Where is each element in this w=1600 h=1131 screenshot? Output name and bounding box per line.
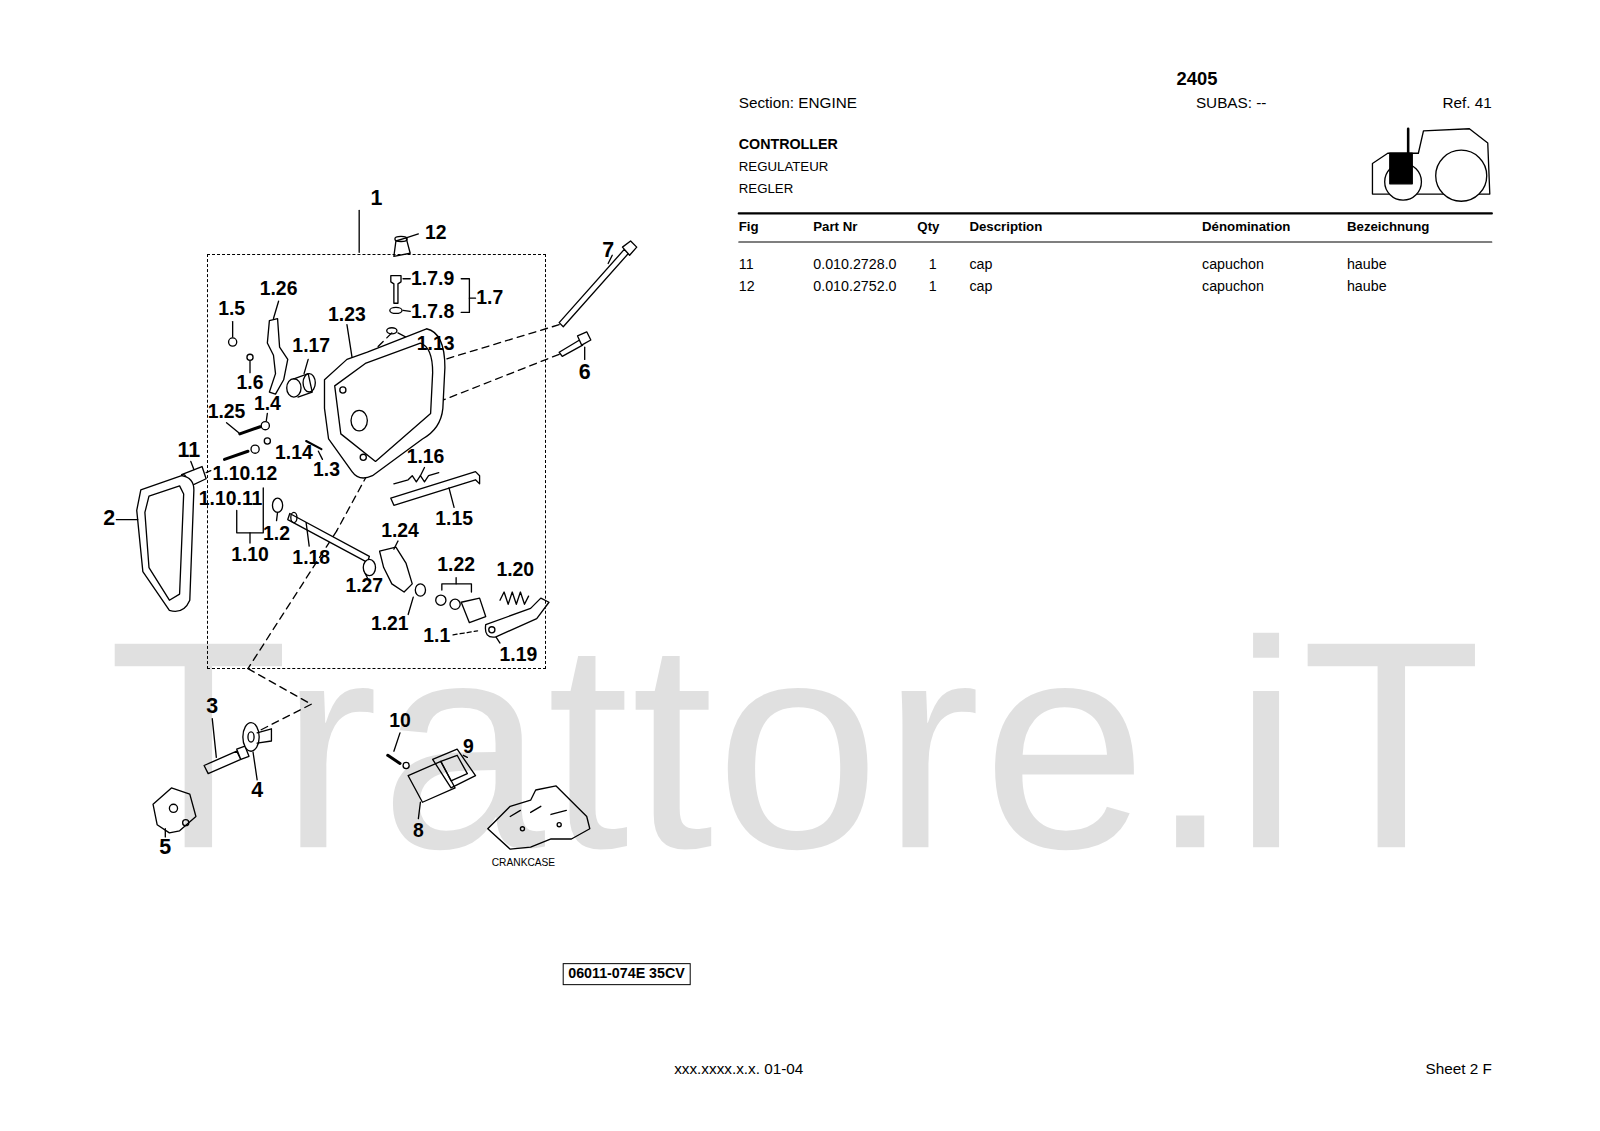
table-text: Description (969, 219, 1042, 234)
table-text: Part Nr (813, 219, 857, 234)
table-text: capuchon (1202, 257, 1264, 273)
callout-number: 1.2 (263, 523, 290, 544)
callout-number: 1.3 (313, 460, 340, 481)
callout-number: 1.13 (417, 333, 455, 354)
callout-number: 1.22 (437, 555, 475, 576)
table-text: haube (1347, 257, 1387, 273)
note-text: 06011-074E 35CV (562, 964, 691, 986)
table-text: 0.010.2728.0 (813, 257, 896, 273)
table-text: 12 (739, 279, 755, 295)
callout-number: 1.15 (435, 509, 473, 530)
table-text: Bezeichnung (1347, 219, 1429, 234)
note-text: xxx.xxxx.x.x. 01-04 (674, 1061, 803, 1078)
callout-number: 7 (602, 239, 614, 263)
table-text: haube (1347, 279, 1387, 295)
table-text: 1 (929, 257, 937, 273)
callout-number: 1.25 (208, 402, 246, 423)
callout-number: 12 (425, 222, 447, 243)
table-text: 0.010.2752.0 (813, 279, 896, 295)
callout-number: 1.10 (231, 544, 269, 565)
callout-number: 1 (371, 185, 383, 210)
callout-number: 1.20 (496, 560, 534, 581)
table-text: Section: ENGINE (739, 95, 857, 112)
table-text: cap (969, 279, 992, 295)
table-text: Dénomination (1202, 219, 1290, 234)
callout-number: 1.7.8 (411, 302, 454, 323)
table-text: capuchon (1202, 279, 1264, 295)
callout-number: 1.17 (292, 335, 330, 356)
callout-number: 1.18 (292, 547, 330, 568)
table-text: Fig (739, 219, 759, 234)
table-text: Qty (917, 219, 939, 234)
table-text: Ref. 41 (1443, 95, 1492, 112)
callout-number: 1.10.11 (199, 488, 263, 509)
table-text: SUBAS: -- (1196, 95, 1267, 112)
table-text: 1 (929, 279, 937, 295)
callout-number: 1.14 (275, 442, 313, 463)
callout-number: 1.4 (254, 393, 281, 414)
note-text: Sheet 2 F (1426, 1061, 1492, 1078)
callout-number: 1.7.9 (411, 268, 454, 289)
callout-number: 1.7 (476, 287, 503, 308)
callout-number: 11 (177, 439, 200, 463)
table-text: cap (969, 257, 992, 273)
callout-number: 1.16 (407, 446, 445, 467)
callout-number: 1.24 (381, 520, 419, 541)
table-text: 2405 (1177, 68, 1218, 88)
section-title: CONTROLLER (739, 137, 838, 153)
callout-number: 1.10.12 (213, 464, 278, 485)
table-text: REGLER (739, 181, 794, 196)
watermark: Trattore.iT (108, 582, 1484, 908)
callout-number: 2 (103, 508, 115, 532)
callout-number: 1.6 (237, 372, 264, 393)
table-text: 11 (739, 257, 754, 273)
callout-number: 1.5 (218, 299, 245, 320)
table-text: REGULATEUR (739, 160, 829, 175)
callout-number: 1.26 (260, 278, 298, 299)
callout-number: 1.23 (328, 305, 366, 326)
callout-number: 6 (579, 362, 591, 386)
